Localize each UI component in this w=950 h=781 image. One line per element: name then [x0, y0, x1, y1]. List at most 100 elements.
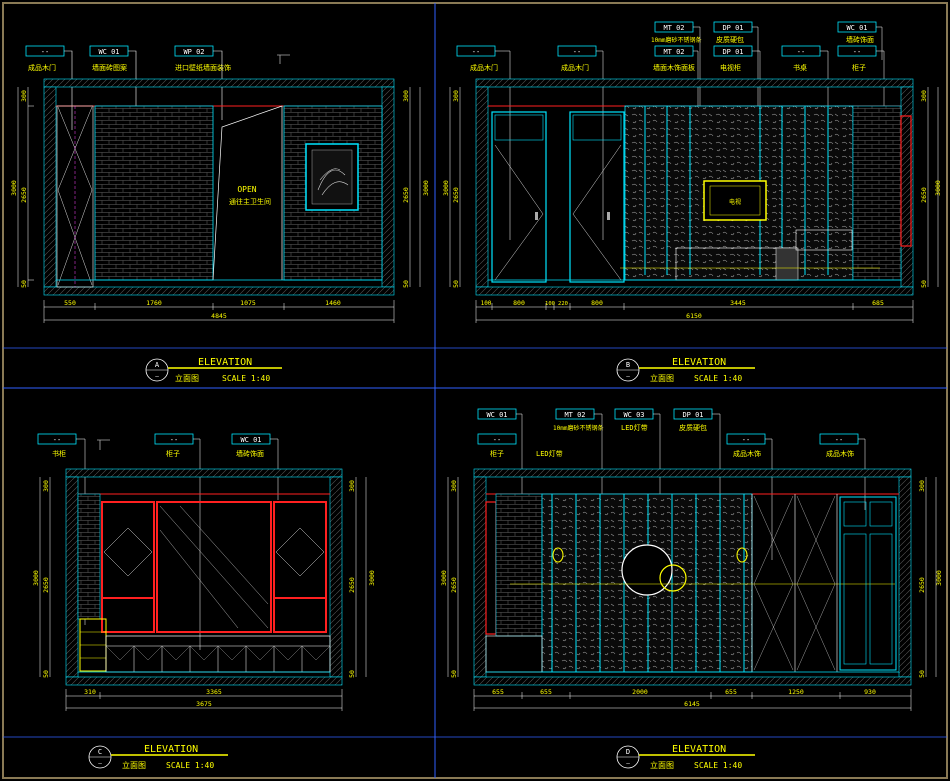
elevation-subtitle: 立面图	[650, 373, 674, 383]
tag-code: DP 01	[682, 411, 703, 419]
dim-text: 310	[84, 688, 96, 696]
dim-text: 2650	[402, 187, 410, 203]
tag-code: WP 02	[183, 48, 204, 56]
dim-text: 220	[558, 301, 568, 307]
tag-label: 墙面木饰面板	[653, 63, 695, 72]
tag-label: 书桌	[793, 63, 807, 72]
dim-text: 50	[918, 670, 926, 678]
dim-text: 1075	[240, 299, 256, 307]
window-panels-c	[101, 501, 327, 633]
elevation-scale: SCALE 1:40	[694, 761, 742, 770]
tag-label: 墙面砖图案	[92, 63, 127, 72]
tag-code: --	[170, 436, 178, 444]
dimension-right-d: 300 2650 50 3000	[918, 477, 943, 678]
dim-text: 300	[920, 90, 928, 102]
title-block-c: C – ELEVATION 立面图 SCALE 1:40	[88, 744, 228, 770]
dim-text-total: 3000	[10, 180, 18, 196]
wall-strips-b	[644, 106, 829, 275]
tag-label: 10mm磨砂不锈钢条	[553, 424, 603, 432]
dim-text: 800	[591, 299, 603, 307]
elevation-scale: SCALE 1:40	[166, 761, 214, 770]
title-block-b: B – ELEVATION 立面图 SCALE 1:40	[616, 357, 755, 383]
material-tag-group-c: -- 书柜 -- 柜子 WC 01 墙砖饰面	[37, 433, 279, 650]
brick-wall-left	[94, 105, 214, 281]
dim-text: 550	[64, 299, 76, 307]
svg-text:–: –	[155, 373, 159, 380]
dimension-bottom-c: 310 3365 3675	[65, 688, 343, 711]
dim-text-total: 3000	[440, 570, 448, 586]
tag-code: --	[41, 48, 49, 56]
elevation-title: ELEVATION	[198, 357, 252, 368]
tag-code: DP 01	[722, 24, 743, 32]
tag-label: 皮质硬包	[679, 423, 707, 432]
tv-unit: 电视	[703, 180, 767, 221]
dim-text: 930	[864, 688, 876, 696]
dim-text-total: 3000	[935, 570, 943, 586]
tag-label: LED灯带	[621, 423, 648, 432]
dim-text-total: 6150	[686, 312, 702, 320]
round-mirror	[552, 544, 748, 596]
elevation-scale: SCALE 1:40	[222, 374, 270, 383]
dimension-bottom-d: 655 655 2000 655 1250 930 6145	[473, 688, 912, 711]
tag-label: 墙砖饰面	[236, 449, 264, 458]
svg-text:–: –	[626, 373, 630, 380]
dimension-left-d: 300 2650 50 3000	[440, 477, 459, 678]
dim-text: 300	[348, 480, 356, 492]
dim-text: 2650	[42, 577, 50, 593]
section-badge: C	[98, 748, 102, 756]
dim-text: 2000	[632, 688, 648, 696]
dim-text-total: 3675	[196, 700, 212, 708]
dim-text: 50	[450, 670, 458, 678]
dim-text-total: 3000	[442, 180, 450, 196]
tag-code: WC 03	[623, 411, 644, 419]
tag-code: WC 01	[486, 411, 507, 419]
dimension-bottom-a: 550 1760 1075 1460 4845	[43, 299, 395, 323]
tag-code: WC 01	[846, 24, 867, 32]
dim-text: 3445	[730, 299, 746, 307]
dim-text: 2650	[452, 187, 460, 203]
tag-code: --	[835, 436, 843, 444]
dim-text-total: 3000	[32, 570, 40, 586]
elevation-title: ELEVATION	[672, 357, 726, 368]
tag-label: 皮质硬包	[716, 35, 744, 44]
dim-text: 685	[872, 299, 884, 307]
elevation-subtitle: 立面图	[650, 760, 674, 770]
dim-text-total: 3000	[368, 570, 376, 586]
dim-text: 50	[920, 280, 928, 288]
dim-text: 1760	[146, 299, 162, 307]
svg-text:–: –	[98, 760, 102, 767]
dimension-left-b: 300 2650 50 3000	[442, 87, 461, 288]
title-block-d: D – ELEVATION 立面图 SCALE 1:40	[616, 744, 755, 770]
tag-code: --	[573, 48, 581, 56]
tag-code: --	[53, 436, 61, 444]
tag-label: 成品木饰	[826, 449, 854, 458]
dim-text: 300	[452, 90, 460, 102]
dim-text-total: 6145	[684, 700, 700, 708]
tag-label: 柜子	[490, 449, 504, 458]
dim-text: 50	[42, 670, 50, 678]
dimension-left-c: 300 2650 50 3000	[32, 477, 51, 678]
dim-text: 300	[42, 480, 50, 492]
tag-label: 成品木门	[470, 63, 498, 72]
dim-text-total: 3000	[422, 180, 430, 196]
dim-text: 2650	[348, 577, 356, 593]
tag-label: LED灯带	[536, 449, 563, 458]
material-tag-group-a: -- 成品木门 WC 01 墙面砖图案 WP 02 进口壁纸墙面装饰	[25, 45, 290, 145]
tag-code: DP 01	[722, 48, 743, 56]
tag-code: --	[493, 436, 501, 444]
dimension-right-c: 300 2650 50 3000	[348, 477, 376, 678]
elevation-panel-b: -- 成品木门 -- 成品木门 MT 02 10mm磨砂不锈钢条 MT 02 墙…	[442, 21, 942, 383]
dim-text: 300	[20, 90, 28, 102]
opening-label: OPEN	[237, 185, 256, 194]
dim-text-total: 3000	[934, 180, 942, 196]
tag-label: 墙砖饰面	[846, 35, 874, 44]
elevation-panel-c: -- 书柜 -- 柜子 WC 01 墙砖饰面	[32, 433, 376, 770]
dim-text: 2650	[918, 577, 926, 593]
dim-text: 2650	[920, 187, 928, 203]
tag-code: --	[472, 48, 480, 56]
tag-label: 成品木门	[28, 63, 56, 72]
section-badge: D	[626, 748, 630, 756]
dim-text: 800	[513, 299, 525, 307]
elevation-scale: SCALE 1:40	[694, 374, 742, 383]
